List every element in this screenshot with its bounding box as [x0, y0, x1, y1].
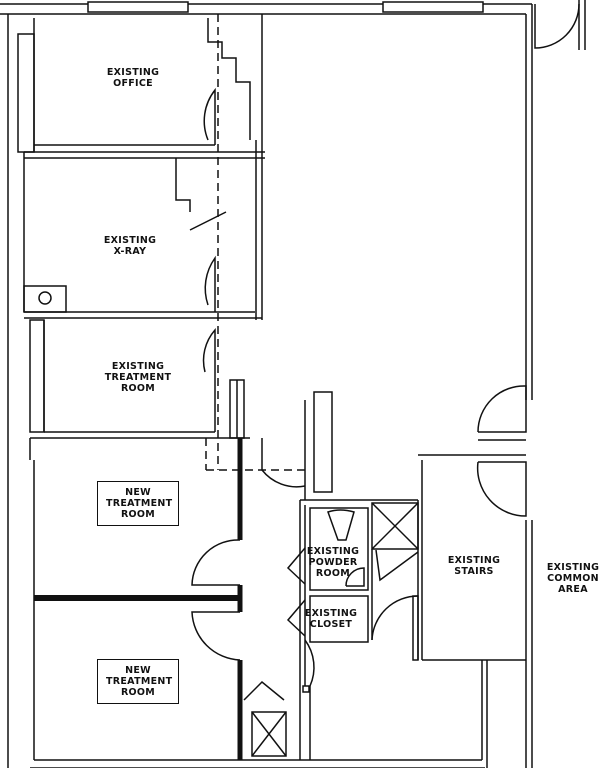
- label-line: EXISTING: [106, 67, 160, 78]
- label-line: EXISTING: [447, 555, 501, 566]
- label-line: STAIRS: [454, 566, 494, 577]
- outer-walls: [0, 1, 533, 768]
- room-label-existing-stairs: EXISTING STAIRS: [448, 555, 500, 577]
- label-line: EXISTING: [111, 361, 165, 372]
- label-line: CLOSET: [309, 619, 353, 630]
- label-line: TREATMENT: [106, 676, 173, 687]
- label-line: OFFICE: [113, 78, 153, 89]
- room-label-new-treatment-room-2: NEW TREATMENT ROOM: [97, 659, 179, 704]
- label-line: TREATMENT: [106, 498, 173, 509]
- interior-walls: [17, 14, 527, 760]
- label-line: NEW: [125, 487, 151, 498]
- label-line: POWDER: [308, 557, 358, 568]
- label-line: EXISTING: [546, 562, 600, 573]
- label-line: COMMON: [547, 573, 599, 584]
- label-line: EXISTING: [304, 608, 358, 619]
- room-label-new-treatment-room-1: NEW TREATMENT ROOM: [97, 481, 179, 526]
- label-line: AREA: [558, 584, 588, 595]
- label-line: ROOM: [315, 568, 351, 579]
- room-label-existing-powder-room: EXISTING POWDER ROOM: [307, 546, 359, 579]
- room-label-existing-closet: EXISTING CLOSET: [305, 608, 357, 630]
- label-line: EXISTING: [103, 235, 157, 246]
- room-label-existing-office: EXISTING OFFICE: [107, 67, 159, 89]
- room-label-existing-treatment-room: EXISTING TREATMENT ROOM: [105, 361, 171, 394]
- label-line: ROOM: [120, 383, 156, 394]
- room-label-existing-xray: EXISTING X-RAY: [104, 235, 156, 257]
- label-line: EXISTING: [306, 546, 360, 557]
- label-line: ROOM: [120, 509, 156, 520]
- room-label-existing-common-area: EXISTING COMMON AREA: [547, 562, 599, 595]
- label-line: NEW: [125, 665, 151, 676]
- entry-door: [534, 3, 580, 49]
- label-line: TREATMENT: [104, 372, 172, 383]
- label-line: ROOM: [120, 687, 156, 698]
- label-line: X-RAY: [113, 246, 147, 257]
